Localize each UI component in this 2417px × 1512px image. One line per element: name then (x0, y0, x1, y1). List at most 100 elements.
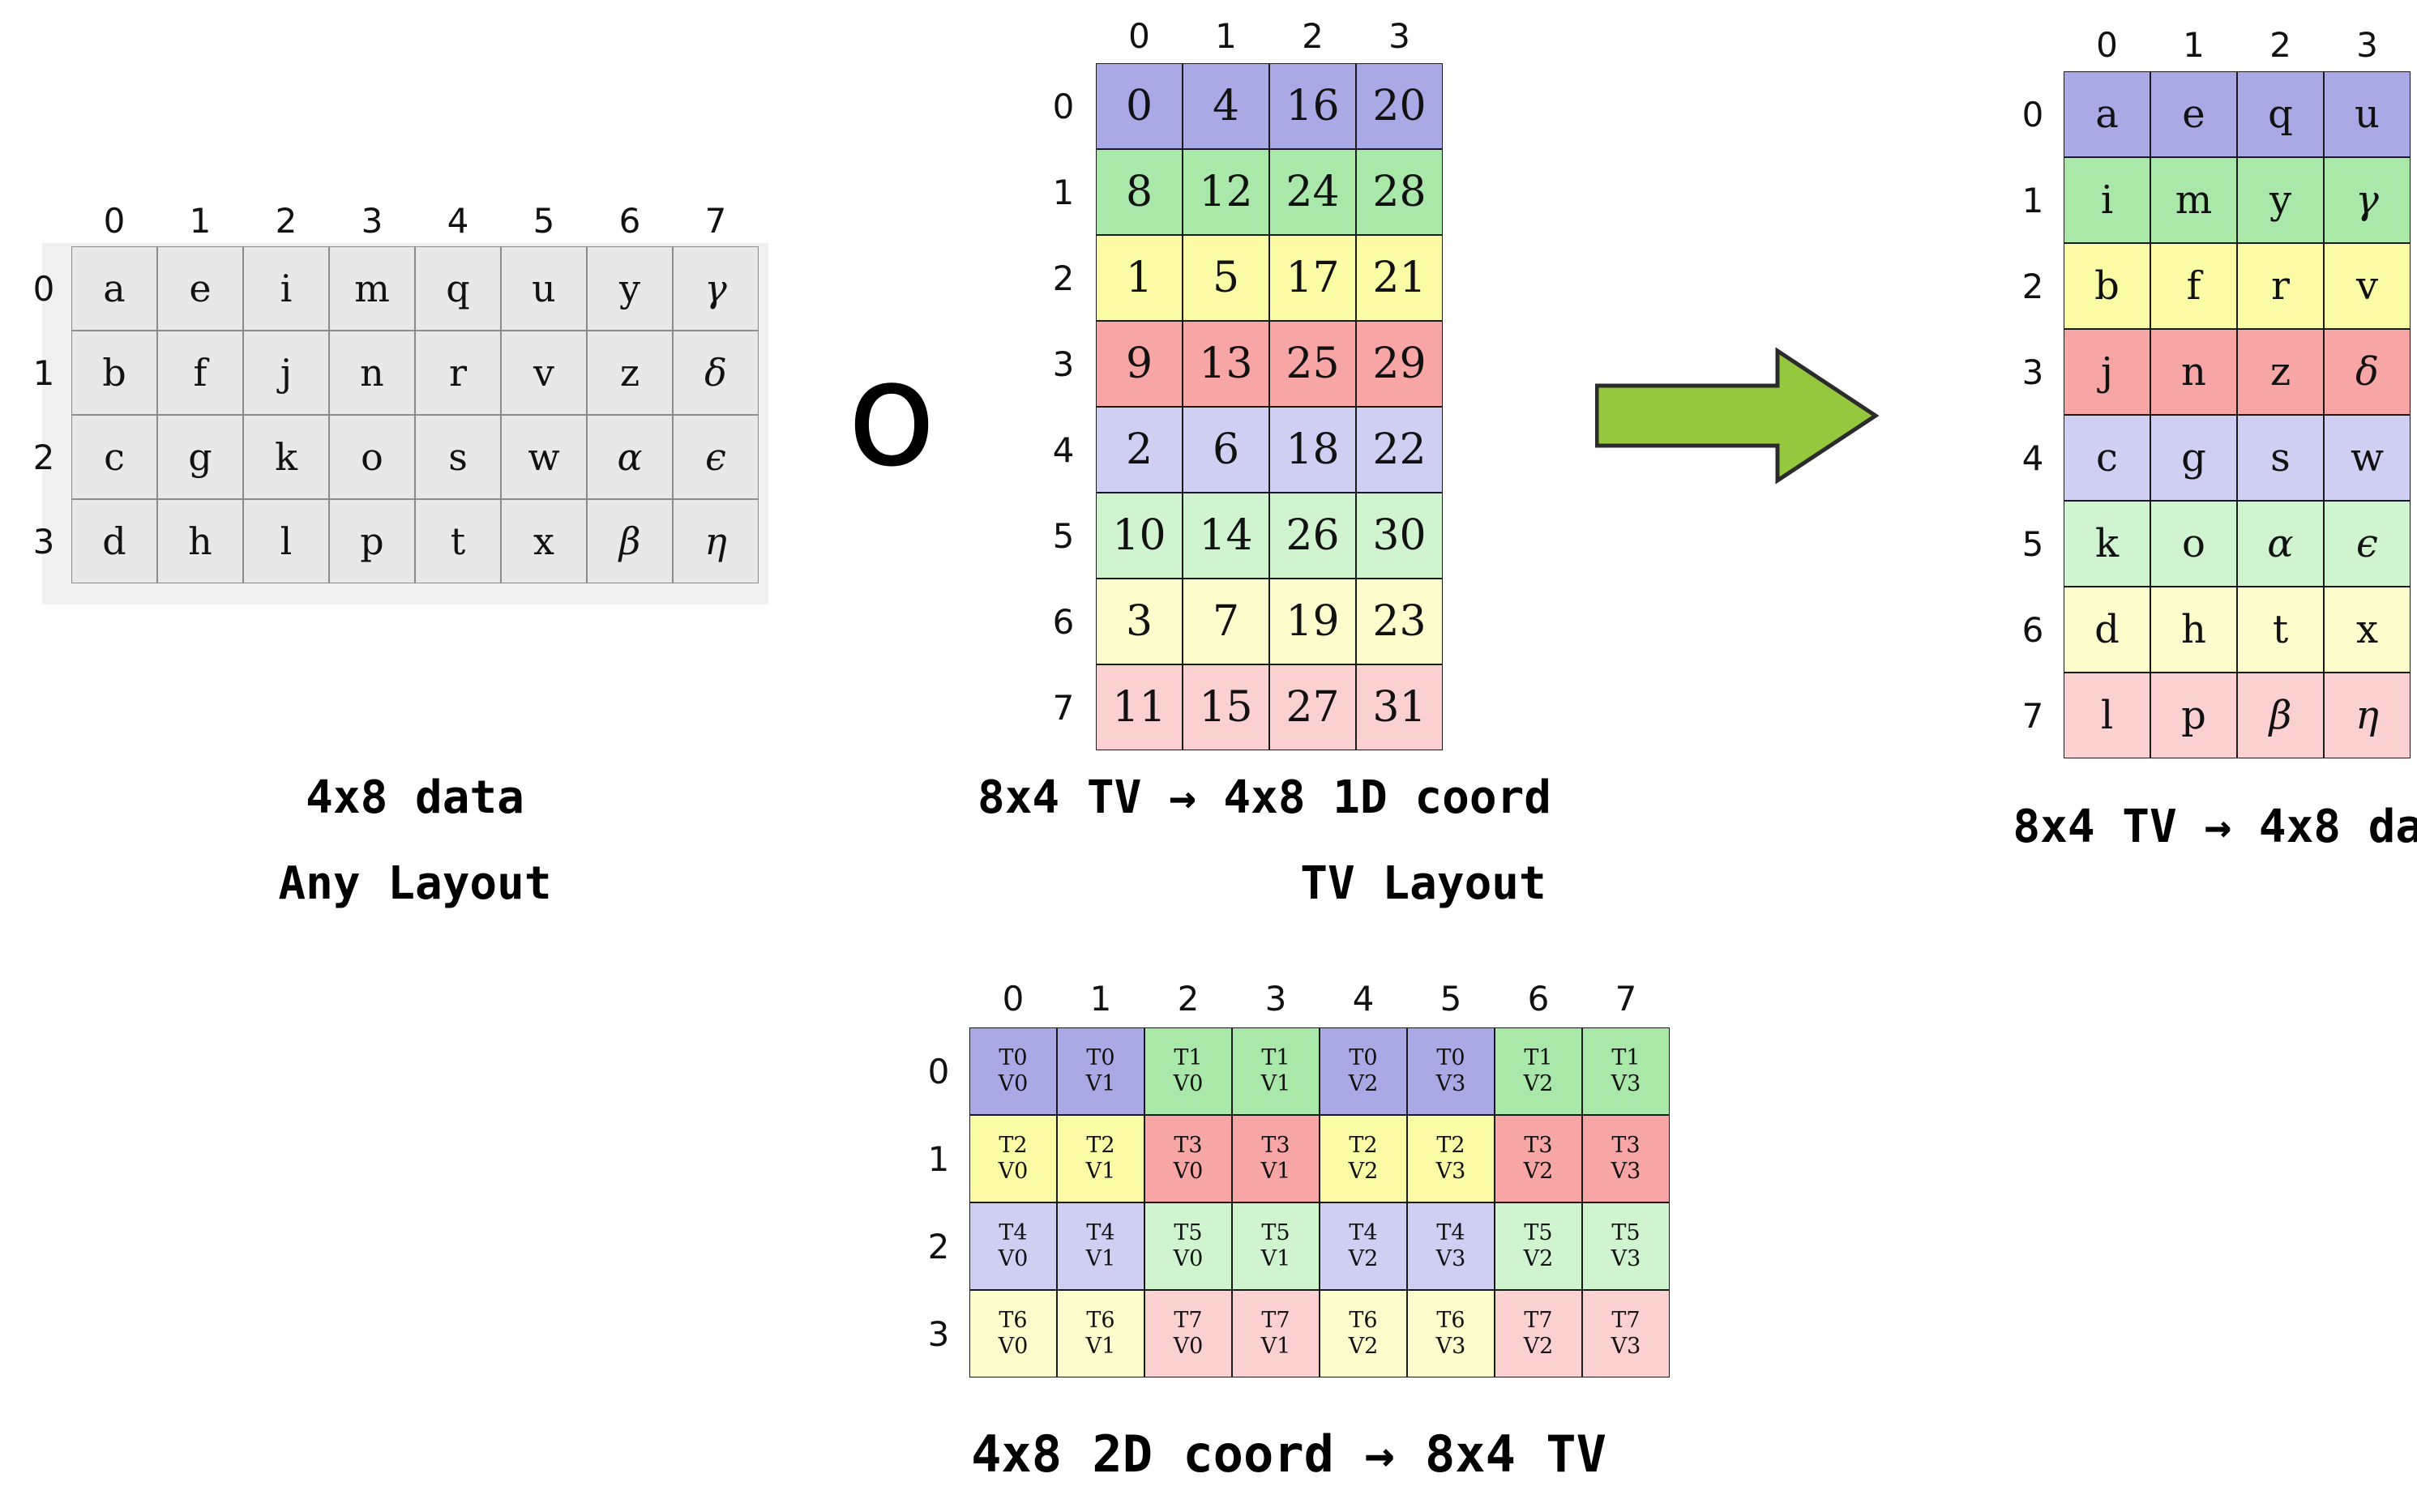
cell-thread-label: T5 (1524, 1219, 1553, 1245)
cell-thread-label: T7 (1524, 1307, 1553, 1333)
cell-value-label: V0 (998, 1246, 1029, 1271)
table-cell: p (2150, 673, 2237, 758)
table-cell: l (243, 499, 329, 583)
cell-thread-label: T4 (1436, 1219, 1465, 1245)
col-header: 6 (1527, 978, 1550, 1019)
caption-result-line1: 8x4 TV → 4x8 data (2013, 801, 2417, 853)
cell-value-label: V3 (1435, 1334, 1466, 1359)
table-cell: h (2150, 587, 2237, 673)
cell-thread-label: T1 (1611, 1044, 1641, 1070)
cell-value-label: V2 (1348, 1334, 1379, 1359)
caption-inverse-line1: 4x8 2D coord → 8x4 TV (971, 1424, 1606, 1484)
col-header: 3 (1388, 15, 1410, 56)
table-cell: γ (2324, 157, 2411, 243)
table-cell: 4 (1183, 63, 1269, 149)
table-cell: k (2064, 501, 2150, 587)
table-cell: 3 (1096, 579, 1183, 664)
row-header: 5 (1052, 515, 1075, 556)
row-header: 1 (1052, 172, 1075, 212)
row-header: 4 (1052, 429, 1075, 470)
col-header: 5 (533, 200, 555, 241)
row-header: 3 (2021, 352, 2044, 392)
table-cell: b (2064, 243, 2150, 329)
table-cell: 13 (1183, 321, 1269, 407)
cell-thread-label: T0 (1086, 1044, 1115, 1070)
table-cell: a (71, 246, 157, 331)
row-header: 4 (2021, 438, 2044, 478)
table-cell: c (71, 415, 157, 499)
col-header: 6 (618, 200, 641, 241)
table-cell: 30 (1356, 493, 1443, 579)
table-cell: 17 (1269, 235, 1356, 321)
table-cell: α (587, 415, 673, 499)
table-cell: 14 (1183, 493, 1269, 579)
row-header: 2 (2021, 266, 2044, 306)
cell-thread-label: T3 (1261, 1132, 1290, 1158)
row-header: 1 (927, 1138, 950, 1179)
table-cell: f (2150, 243, 2237, 329)
table-cell: g (2150, 415, 2237, 501)
table-cell: 22 (1356, 407, 1443, 493)
cell-value-label: V3 (1611, 1246, 1641, 1271)
row-header: 2 (1052, 258, 1075, 298)
cell-thread-label: T2 (1086, 1132, 1115, 1158)
table-cell: 6 (1183, 407, 1269, 493)
cell-thread-label: T4 (1349, 1219, 1378, 1245)
table-cell: 10 (1096, 493, 1183, 579)
row-header: 0 (927, 1051, 950, 1091)
cell-value-label: V2 (1348, 1071, 1379, 1096)
col-header: 0 (2096, 24, 2118, 65)
table-cell: 2 (1096, 407, 1183, 493)
cell-value-label: V3 (1435, 1159, 1466, 1184)
col-header: 5 (1440, 978, 1462, 1019)
table-cell: u (501, 246, 587, 331)
table-cell: 7 (1183, 579, 1269, 664)
table-cell: o (2150, 501, 2237, 587)
table-cell: j (2064, 329, 2150, 415)
table-cell: 16 (1269, 63, 1356, 149)
table-cell: η (2324, 673, 2411, 758)
table-cell: s (415, 415, 501, 499)
table-cell: c (2064, 415, 2150, 501)
table-cell: 26 (1269, 493, 1356, 579)
cell-thread-label: T1 (1261, 1044, 1290, 1070)
col-header: 2 (1177, 978, 1200, 1019)
cell-value-label: V3 (1435, 1071, 1466, 1096)
table-cell: γ (673, 246, 759, 331)
table-cell: w (2324, 415, 2411, 501)
table-cell: k (243, 415, 329, 499)
table-cell: 23 (1356, 579, 1443, 664)
cell-value-label: V2 (1523, 1334, 1554, 1359)
cell-value-label: V3 (1611, 1159, 1641, 1184)
table-cell: 31 (1356, 664, 1443, 750)
table-cell: m (2150, 157, 2237, 243)
cell-value-label: V0 (1173, 1246, 1204, 1271)
table-cell: s (2237, 415, 2324, 501)
table-cell: g (157, 415, 243, 499)
right-arrow-icon (1595, 347, 1879, 485)
col-header: 7 (704, 200, 727, 241)
table-cell: e (157, 246, 243, 331)
table-cell: q (2237, 71, 2324, 157)
cell-value-label: V2 (1523, 1246, 1554, 1271)
table-cell: 20 (1356, 63, 1443, 149)
table-cell: d (2064, 587, 2150, 673)
table-cell: 8 (1096, 149, 1183, 235)
table-cell: j (243, 331, 329, 415)
